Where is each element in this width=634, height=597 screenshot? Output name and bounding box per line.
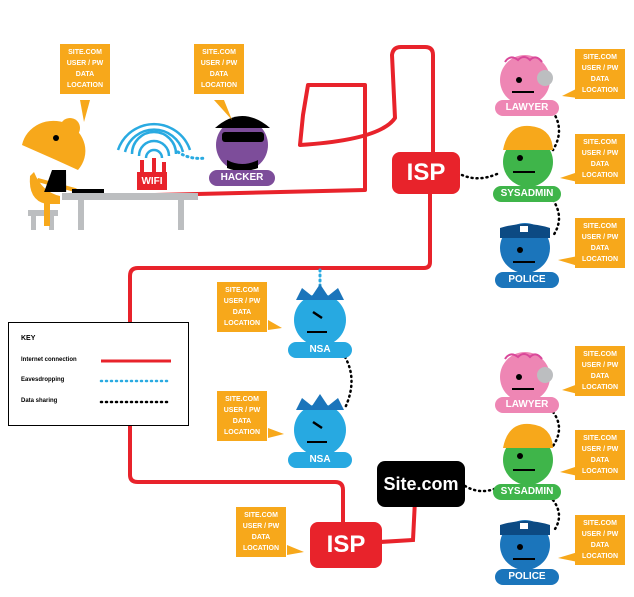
police-bottom-icon xyxy=(500,520,550,570)
sysadmin-top-label: SYSADMIN xyxy=(493,186,561,202)
lawyer-bottom-icon xyxy=(500,352,553,402)
lawyer-bottom-label: LAWYER xyxy=(495,397,559,413)
isp-bottom-node: ISP xyxy=(310,522,382,568)
internet-connection-line xyxy=(128,45,435,524)
user-eye-icon xyxy=(53,135,59,141)
router-icon xyxy=(140,158,166,174)
legend-title: KEY xyxy=(21,335,36,342)
laptop-icon xyxy=(44,170,104,193)
nsa-agent-1-icon xyxy=(294,284,346,346)
nsa-1-label: NSA xyxy=(288,342,352,358)
wifi-router-label: WIFI xyxy=(137,172,167,190)
user-icon xyxy=(22,118,86,226)
site-node: Site.com xyxy=(377,461,465,507)
desk-icon xyxy=(28,193,198,230)
hacker-label: HACKER xyxy=(209,170,275,186)
bubble-pointers xyxy=(80,88,578,562)
nsa-2-label: NSA xyxy=(288,452,352,468)
legend: KEY Internet connection Eavesdropping Da… xyxy=(8,322,189,426)
police-top-icon xyxy=(500,223,550,273)
lawyer-top-icon xyxy=(500,55,553,105)
sysadmin-top-icon xyxy=(503,125,553,187)
nsa-agent-2-icon xyxy=(294,394,346,456)
legend-internet-label: Internet connection xyxy=(21,357,77,363)
wifi-signal-icon xyxy=(116,122,192,159)
police-bottom-label: POLICE xyxy=(495,569,559,585)
legend-swatches xyxy=(99,359,173,404)
police-top-label: POLICE xyxy=(495,272,559,288)
sysadmin-bottom-icon xyxy=(503,423,553,485)
legend-eavesdropping-label: Eavesdropping xyxy=(21,377,65,383)
isp-top-node: ISP xyxy=(392,152,460,194)
eavesdrop-line-hacker xyxy=(176,150,208,160)
hacker-icon xyxy=(215,116,270,171)
isp-to-site-line xyxy=(378,498,417,544)
sysadmin-bottom-label: SYSADMIN xyxy=(493,484,561,500)
legend-data-sharing-label: Data sharing xyxy=(21,398,58,404)
lawyer-top-label: LAWYER xyxy=(495,100,559,116)
